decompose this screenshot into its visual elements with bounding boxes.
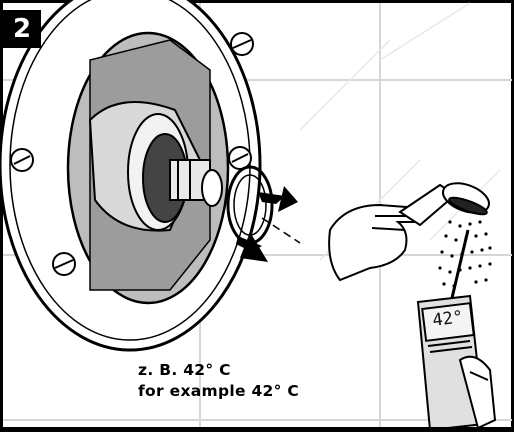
step-number-badge: 2 (3, 10, 41, 48)
shower-head-icon (398, 182, 490, 227)
rotation-arrow-icon (236, 186, 298, 262)
caption-line-german: z. B. 42° C (138, 361, 231, 379)
caption: z. B. 42° C for example 42° C (138, 360, 299, 402)
thermometer-icon (416, 229, 497, 432)
screw-icon (10, 32, 254, 276)
valve-body (88, 101, 223, 232)
axis-line (261, 217, 301, 244)
caption-line-english: for example 42° C (138, 382, 300, 400)
